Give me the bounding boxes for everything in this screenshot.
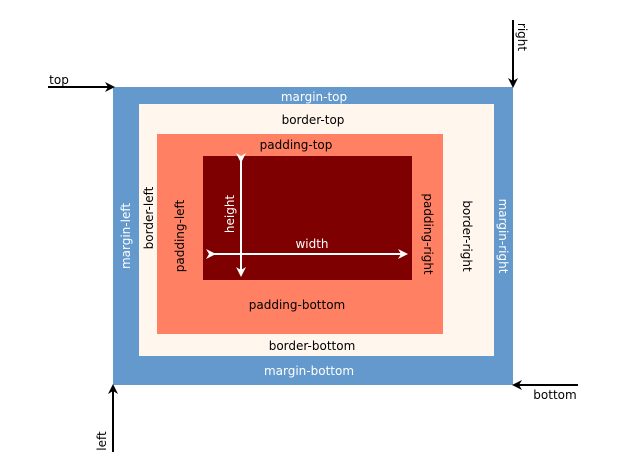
left-label: left xyxy=(95,431,109,451)
bottom-label: bottom xyxy=(533,388,576,402)
padding-top-label: padding-top xyxy=(260,138,333,152)
border-right-label: border-right xyxy=(460,200,474,272)
padding-right-label: padding-right xyxy=(421,193,435,275)
border-top-label: border-top xyxy=(282,113,345,127)
margin-top-label: margin-top xyxy=(281,90,347,104)
padding-bottom-label: padding-bottom xyxy=(249,298,346,312)
height-label: height xyxy=(223,195,237,234)
top-label: top xyxy=(49,73,69,87)
width-label: width xyxy=(295,237,328,251)
margin-right-label: margin-right xyxy=(496,199,510,274)
margin-left-label: margin-left xyxy=(119,203,133,269)
right-label: right xyxy=(515,23,529,51)
border-bottom-label: border-bottom xyxy=(269,339,356,353)
margin-bottom-label: margin-bottom xyxy=(264,364,354,378)
border-left-label: border-left xyxy=(142,186,156,249)
padding-left-label: padding-left xyxy=(173,199,187,272)
